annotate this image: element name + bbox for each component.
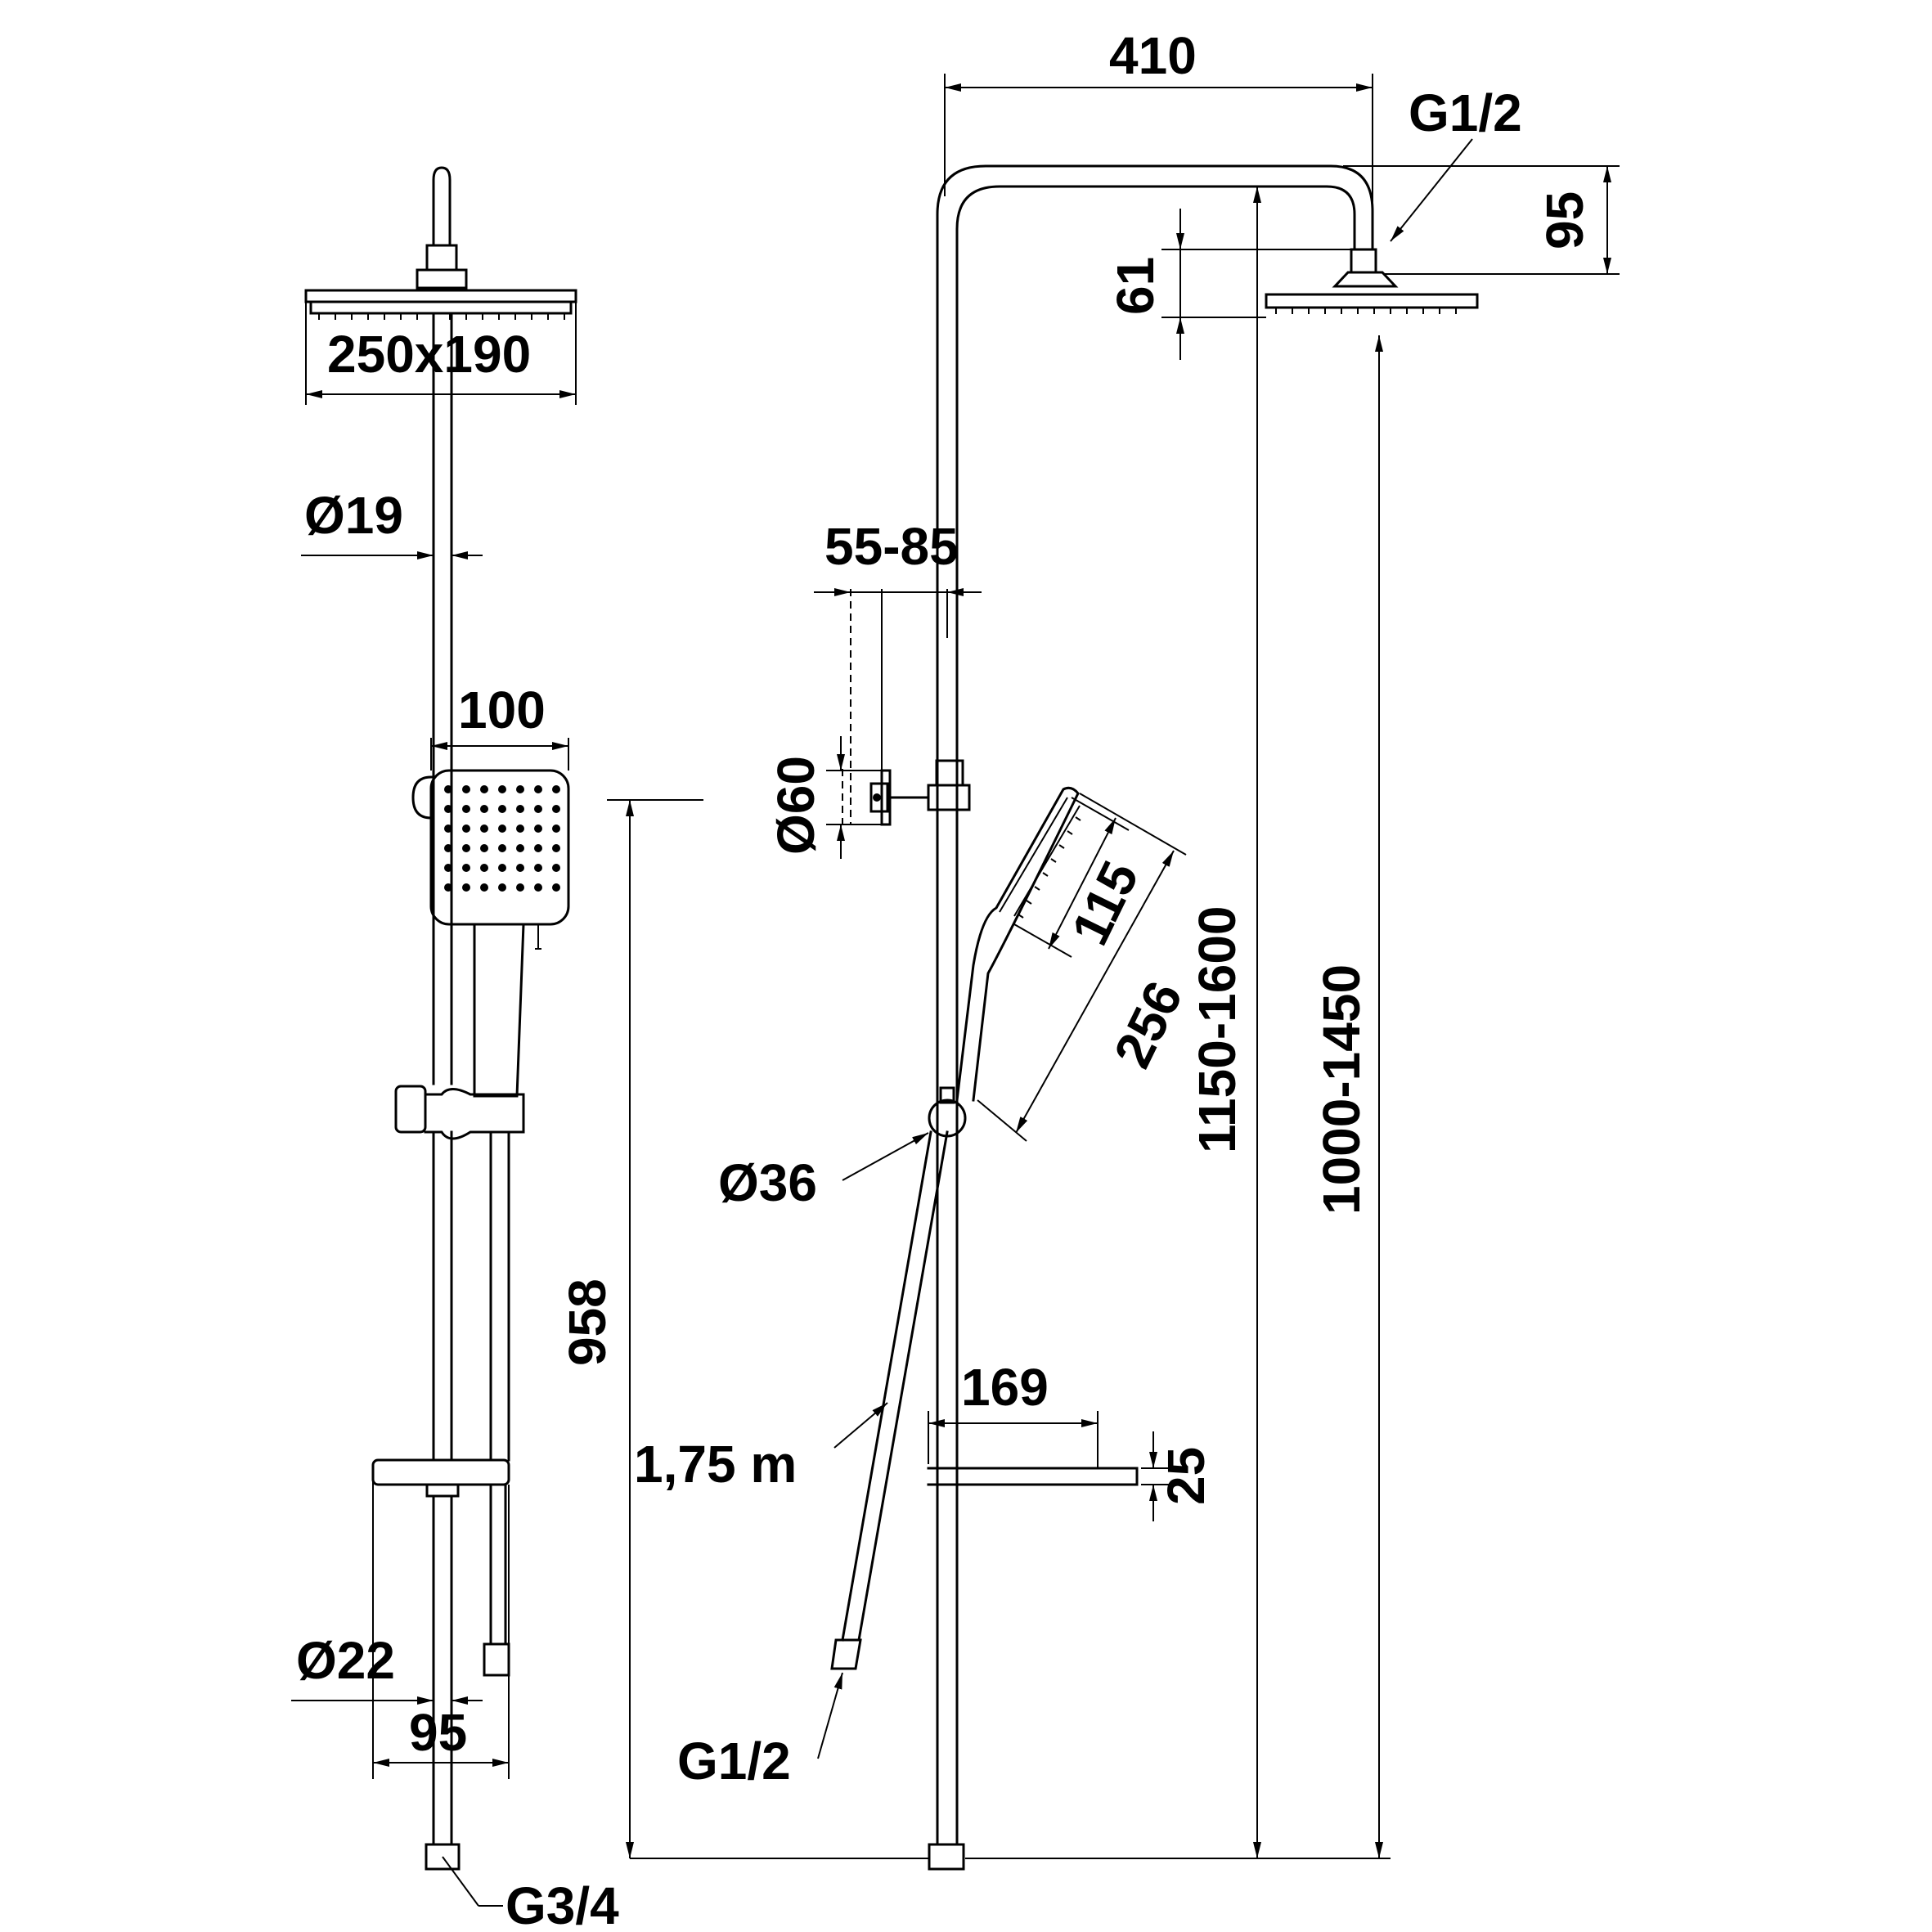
- diverter-knob: [928, 1099, 967, 1138]
- slider-knob: [394, 1085, 427, 1134]
- bracket-mount: [869, 782, 889, 813]
- label-total-height-left: 958: [558, 1278, 617, 1366]
- label-hose-length: 1,75 m: [634, 1435, 797, 1494]
- label-shelf-depth: 169: [961, 1358, 1049, 1417]
- label-diverter-diameter: Ø36: [718, 1153, 817, 1212]
- label-hand-width: 100: [458, 681, 546, 739]
- label-wall-distance: 55-85: [824, 517, 959, 576]
- label-arm-length: 410: [1109, 26, 1197, 85]
- hand-shower-handle: [473, 923, 525, 1098]
- head-connector: [416, 268, 468, 290]
- arm-nut: [425, 244, 458, 272]
- hand-shower-button: [411, 775, 433, 820]
- hose-end-nut: [830, 1638, 862, 1670]
- label-inlet-thread: G3/4: [505, 1876, 619, 1932]
- label-soap-dish-width: 95: [409, 1703, 467, 1762]
- overhead-shower-face: [309, 300, 573, 315]
- label-bottom-pipe-diameter: Ø22: [296, 1631, 395, 1690]
- arm-inner: [955, 185, 1356, 1846]
- label-hose-thread: G1/2: [677, 1732, 791, 1790]
- label-head-thread: G1/2: [1409, 83, 1522, 142]
- hand-nozzles-side: [1018, 816, 1081, 919]
- label-shelf-height: 25: [1157, 1447, 1215, 1505]
- label-hand-total-length: 256: [1103, 973, 1194, 1077]
- arm-stub: [432, 166, 452, 247]
- shelf-side: [927, 1467, 1139, 1486]
- head-connector-side: [1332, 271, 1399, 288]
- hose-left: [841, 1130, 932, 1642]
- hand-shower-head: [429, 769, 570, 926]
- label-height-range-head: 1000-1450: [1312, 964, 1371, 1215]
- hand-shower-nozzles: [444, 785, 560, 892]
- label-arm-drop: 95: [1535, 191, 1594, 249]
- bracket-clamp: [927, 784, 971, 811]
- overhead-shower-plate: [304, 289, 577, 303]
- label-height-range-top: 1150-1600: [1188, 905, 1247, 1153]
- bracket-top: [935, 759, 964, 787]
- arm-outer: [936, 164, 1374, 1846]
- label-hand-face-length: 115: [1060, 852, 1150, 954]
- slider-holder: [424, 1088, 525, 1140]
- side-view: 410 G1/2 95 61 1000-1450 1150-1600: [630, 26, 1620, 1871]
- label-overhead-size: 250x190: [327, 325, 531, 384]
- label-riser-diameter: Ø19: [304, 486, 403, 545]
- bracket-flange: [880, 769, 892, 826]
- front-view: 250x190 Ø19 100: [291, 166, 703, 1932]
- soap-dish: [371, 1458, 510, 1486]
- hand-shower-side: [955, 786, 1080, 1102]
- overhead-shower-side: [1265, 293, 1479, 309]
- label-bracket-diameter: Ø60: [766, 756, 825, 855]
- soap-dish-clamp: [425, 1483, 460, 1498]
- hose-right: [857, 1130, 949, 1642]
- head-nut-side: [1350, 248, 1377, 274]
- hose-nut: [483, 1642, 510, 1677]
- inlet-nut: [425, 1843, 461, 1871]
- overhead-nozzles-side: [1275, 308, 1457, 314]
- label-head-height: 61: [1106, 257, 1165, 315]
- bottom-cap-side: [928, 1843, 965, 1871]
